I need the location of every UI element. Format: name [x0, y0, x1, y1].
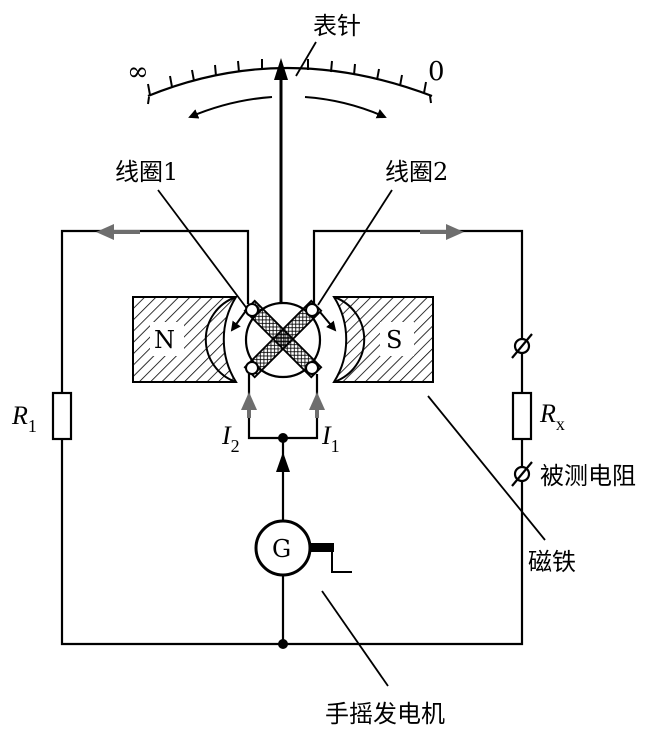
coil1-leader: [157, 189, 249, 311]
coil2-arrow: [319, 311, 337, 332]
scale-ticks: [147, 59, 432, 105]
rx-label: Rx: [539, 399, 565, 434]
r1-label: R1: [11, 401, 37, 436]
i1-arrow-head: [309, 392, 325, 410]
scale: ∞ 0: [127, 57, 445, 119]
resistor-rx: Rx 被测电阻: [511, 333, 636, 490]
resistor-r1: R1: [11, 391, 73, 441]
hand-generator-label: 手摇发电机: [325, 700, 445, 728]
pointer-label: 表针: [313, 12, 361, 40]
coil-terminal-bl: [245, 361, 259, 375]
i1-label: I1: [321, 421, 340, 456]
generator: G: [254, 519, 352, 577]
circuit-wires: [60, 229, 524, 646]
magnet-south: S: [332, 296, 434, 383]
rotation-arrow-left: [188, 96, 273, 119]
rotation-arrow-right: [304, 96, 387, 119]
measured-resistor-label: 被测电阻: [540, 462, 636, 490]
i2-arrow-head: [241, 392, 257, 410]
magnet-leader: [427, 395, 546, 541]
junction-bottom: [278, 639, 288, 649]
generator-shaft: [310, 543, 334, 552]
magnet-label: 磁铁: [528, 548, 576, 576]
current-arrow-left-head: [96, 224, 114, 240]
scale-infinity-label: ∞: [127, 57, 149, 87]
pointer: 表针: [274, 12, 361, 310]
coil1-arrow: [230, 311, 246, 332]
generator-label: G: [272, 535, 291, 563]
i2-label: I2: [221, 421, 240, 456]
scale-zero-label: 0: [428, 57, 445, 87]
pointer-tip: [274, 58, 288, 80]
generator-crank: [331, 543, 352, 573]
coil2-label: 线圈2: [385, 158, 448, 186]
scale-arc: [147, 66, 433, 98]
rotor: [243, 299, 323, 379]
magnet-north: N: [132, 296, 238, 383]
hand-generator-leader: [321, 590, 389, 687]
coil-terminal-br: [305, 361, 319, 375]
south-label: S: [386, 326, 402, 354]
current-arrow-right-head: [446, 224, 464, 240]
pointer-leader: [295, 41, 317, 77]
coil2-leader: [317, 189, 393, 306]
coil1-label: 线圈1: [115, 158, 178, 186]
coil-terminal-tl: [245, 303, 259, 317]
junction-top: [278, 433, 288, 443]
generator-current-arrow: [276, 452, 290, 472]
coil-terminal-tr: [305, 303, 319, 317]
north-label: N: [154, 326, 175, 354]
